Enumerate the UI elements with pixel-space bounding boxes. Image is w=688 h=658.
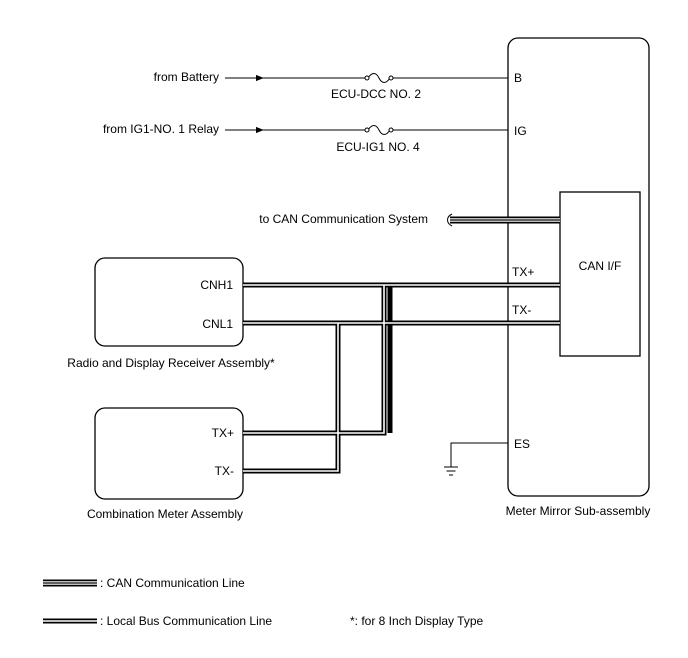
local-bus-wires — [243, 282, 560, 474]
ground-symbol — [444, 442, 508, 476]
terminal-meter-txp: TX+ — [212, 426, 234, 440]
terminal-cnh1: CNH1 — [200, 278, 233, 292]
terminal-mirror-es: ES — [514, 437, 530, 451]
source-can-system: to CAN Communication System — [259, 212, 428, 226]
legend-note: *: for 8 Inch Display Type — [350, 614, 484, 628]
fuse-ecu-ig1-label: ECU-IG1 NO. 4 — [336, 140, 420, 154]
combination-meter-label: Combination Meter Assembly — [87, 507, 243, 521]
meter-mirror-label: Meter Mirror Sub-assembly — [506, 504, 651, 518]
terminal-mirror-b: B — [514, 71, 522, 85]
terminal-cnl1: CNL1 — [202, 317, 233, 331]
terminal-meter-txm: TX- — [215, 464, 234, 478]
fuse-ecu-dcc-label: ECU-DCC NO. 2 — [331, 87, 421, 101]
can-communication-wire — [447, 213, 560, 227]
legend-can-line-label: : CAN Communication Line — [100, 576, 245, 590]
combination-meter-assembly — [94, 407, 244, 500]
radio-display-receiver-assembly — [94, 257, 244, 347]
terminal-mirror-txm: TX- — [512, 303, 531, 317]
terminal-mirror-ig: IG — [514, 124, 527, 138]
can-if-label: CAN I/F — [579, 259, 622, 273]
radio-label: Radio and Display Receiver Assembly* — [67, 356, 275, 370]
can-if-block — [559, 191, 641, 357]
terminal-mirror-txp: TX+ — [512, 265, 534, 279]
legend-local-bus-label: : Local Bus Communication Line — [100, 614, 272, 628]
source-ig1-relay: from IG1-NO. 1 Relay — [103, 122, 219, 136]
source-battery: from Battery — [154, 70, 219, 84]
